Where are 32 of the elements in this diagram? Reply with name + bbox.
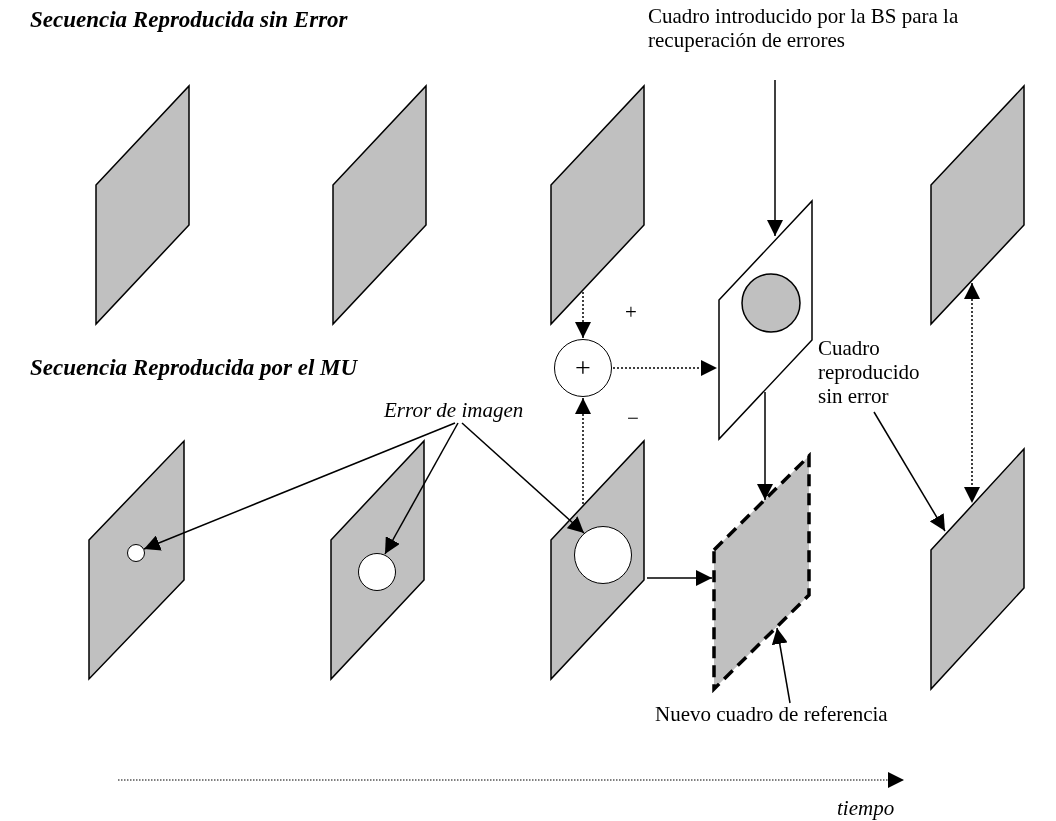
video-frame xyxy=(930,448,1025,690)
leader-arrow xyxy=(771,627,791,704)
leader-arrow xyxy=(143,422,456,551)
video-frame xyxy=(930,85,1025,325)
section-heading: Secuencia Reproducida por el MU xyxy=(30,356,358,380)
video-frame xyxy=(330,440,425,680)
dotted-arrow xyxy=(612,360,718,376)
callout-text: Cuadro reproducido sin error xyxy=(818,336,920,408)
reference-frame xyxy=(713,455,810,690)
video-frame xyxy=(95,85,190,325)
leader-arrow xyxy=(873,411,946,532)
video-frame xyxy=(332,85,427,325)
arrow xyxy=(646,570,713,586)
video-frame xyxy=(550,440,645,680)
dotted-arrow xyxy=(964,282,980,504)
video-frame xyxy=(718,200,813,440)
leader-arrow xyxy=(461,422,585,534)
plus-sign: + xyxy=(625,300,637,324)
callout-text: Cuadro introducido por la BS para la recuperación de errores xyxy=(648,4,959,52)
section-heading: Secuencia Reproducida sin Error xyxy=(30,8,348,32)
summing-junction: + xyxy=(554,339,612,397)
dotted-arrow xyxy=(575,397,591,505)
callout-text: Error de imagen xyxy=(384,398,524,422)
axis-label: tiempo xyxy=(837,796,895,820)
video-frame xyxy=(88,440,185,680)
callout-text: Nuevo cuadro de referencia xyxy=(655,702,888,726)
leader-arrow xyxy=(384,422,459,555)
arrow xyxy=(757,391,773,501)
dotted-arrow xyxy=(575,291,591,339)
minus-sign: − xyxy=(627,406,639,430)
leader-arrow xyxy=(767,79,783,237)
video-frame xyxy=(550,85,645,325)
